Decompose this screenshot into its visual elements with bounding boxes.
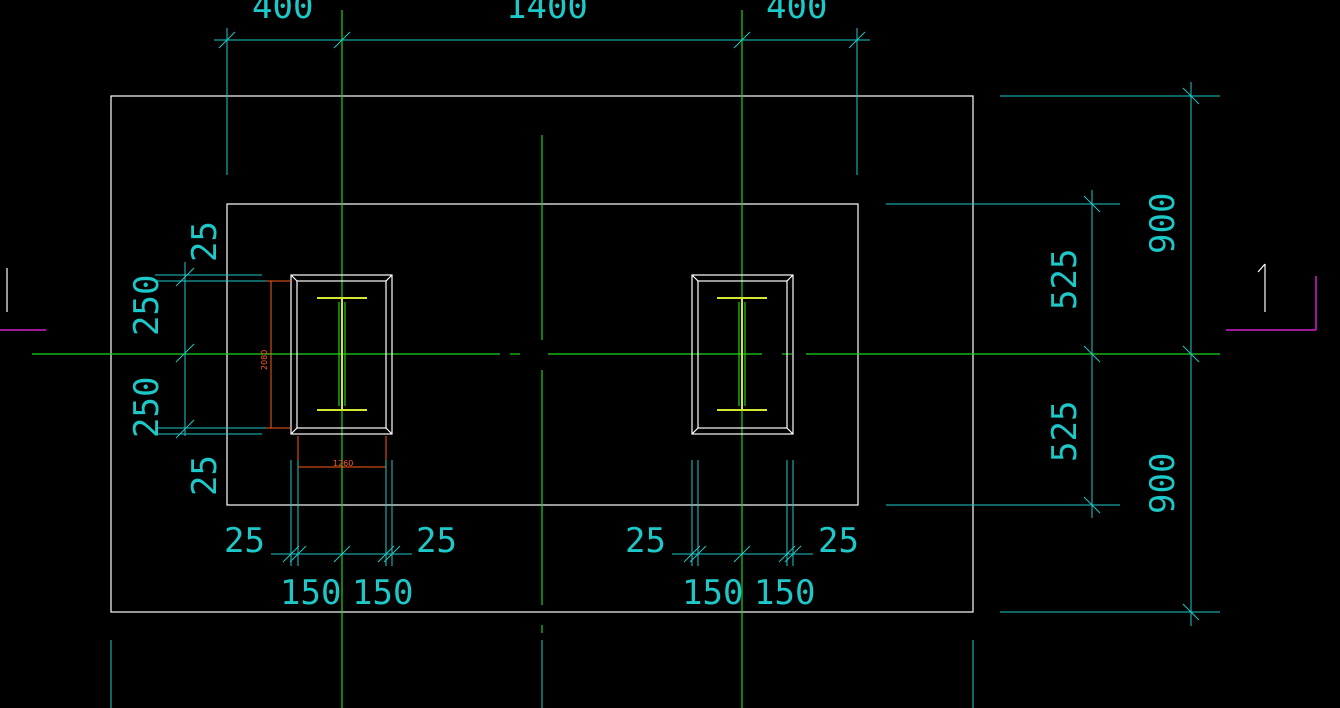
bottom-left-dimension-chain bbox=[271, 460, 412, 566]
section-label-right: 1 bbox=[1252, 276, 1276, 322]
bottom-right-dim-inner-right: 150 bbox=[754, 573, 815, 613]
left-dim-lower: 250 bbox=[127, 377, 167, 438]
left-dim-bottom-edge: 25 bbox=[185, 455, 225, 496]
right-outer-dim-lower: 900 bbox=[1143, 453, 1183, 514]
right-inner-dim-lower: 525 bbox=[1045, 401, 1085, 462]
bottom-left-dim-inner-right: 150 bbox=[352, 573, 413, 613]
plate-label-vertical: 2080 bbox=[260, 350, 269, 370]
left-dim-upper: 250 bbox=[127, 275, 167, 336]
right-inner-dimension-chain bbox=[886, 190, 1120, 518]
center-mark bbox=[532, 349, 546, 363]
left-dim-top-edge: 25 bbox=[185, 221, 225, 262]
section-mark-left bbox=[0, 268, 46, 331]
top-dim-left: 400 bbox=[252, 0, 313, 27]
right-inner-dim-upper: 525 bbox=[1045, 249, 1085, 310]
top-dim-right: 400 bbox=[766, 0, 827, 27]
left-dimension-chain bbox=[155, 262, 270, 439]
section-label-left: 1 bbox=[0, 276, 8, 322]
right-outer-dimension-chain bbox=[1000, 82, 1220, 626]
bottom-right-dim-outer-left: 25 bbox=[625, 521, 666, 561]
top-dim-middle: 1400 bbox=[506, 0, 588, 27]
plate-label-horizontal: 1260 bbox=[333, 459, 353, 468]
bottom-extension-lines bbox=[110, 640, 974, 708]
section-mark-right bbox=[1226, 263, 1317, 331]
column-base-right bbox=[691, 274, 794, 435]
column-base-left bbox=[290, 274, 393, 435]
bottom-left-dim-outer-left: 25 bbox=[224, 521, 265, 561]
bottom-left-dim-inner-left: 150 bbox=[280, 573, 341, 613]
plate-annotation bbox=[266, 280, 387, 472]
bottom-right-dim-outer-right: 25 bbox=[818, 521, 859, 561]
bottom-right-dimension-chain bbox=[672, 460, 813, 566]
bottom-left-dim-outer-right: 25 bbox=[416, 521, 457, 561]
right-outer-dim-upper: 900 bbox=[1143, 193, 1183, 254]
axis-lines bbox=[32, 10, 1220, 708]
top-dimension-chain bbox=[214, 28, 870, 175]
bottom-right-dim-inner-left: 150 bbox=[682, 573, 743, 613]
